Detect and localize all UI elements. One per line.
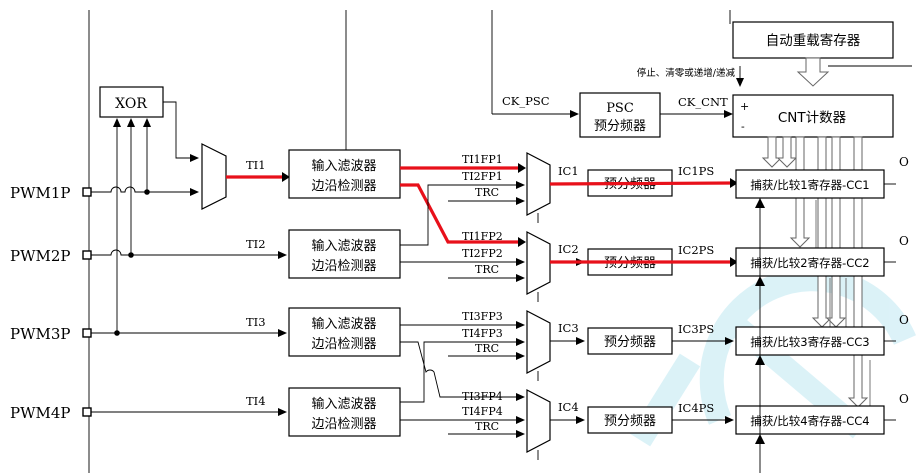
ic3-mux [526, 310, 551, 374]
filter-3-line1: 输入滤波器 [311, 316, 376, 332]
counter-control-note: 停止、清零或递增/递减 [637, 67, 736, 79]
ic1-mux [526, 152, 551, 216]
filter-box-2: 输入滤波器 边沿检测器 [288, 229, 401, 279]
capture-3-label: 捕获/比较3寄存器-CC3 [750, 335, 869, 349]
pin-pwm1p [82, 187, 92, 197]
filter-3-line2: 边沿检测器 [311, 337, 376, 352]
ic2ps-label: IC2PS [678, 243, 714, 257]
label-ti1fp1: TI1FP1 [462, 153, 503, 166]
filter-2-line2: 边沿检测器 [311, 259, 376, 274]
prescaler-box-3: 预分频器 [587, 327, 673, 355]
label-ti3fp3: TI3FP3 [462, 310, 503, 323]
ic2-mux [526, 231, 551, 295]
edge-o-4: O [899, 392, 909, 406]
junction-1 [144, 189, 150, 195]
mux-input-labels: TI1FP1 TI2FP1 TRC TI1FP2 TI2FP2 TRC TI3F… [462, 153, 503, 433]
label-ti4fp3: TI4FP3 [462, 327, 503, 340]
cnt-counter-label: CNT计数器 [778, 110, 847, 126]
cc1-control-arrow [755, 198, 765, 208]
ti2-label: TI2 [246, 237, 266, 251]
filter-1-line1: 输入滤波器 [311, 158, 376, 174]
ic4ps-label: IC4PS [678, 401, 714, 415]
cc3-control-arrow [755, 355, 765, 365]
label-trc-1: TRC [475, 186, 499, 199]
label-ti3fp4: TI3FP4 [462, 390, 503, 403]
filter-box-3: 输入滤波器 边沿检测器 [288, 307, 401, 357]
filter-box-4: 输入滤波器 边沿检测器 [288, 387, 401, 437]
capture-4-label: 捕获/比较4寄存器-CC4 [750, 414, 869, 428]
pin-pwm4p [82, 407, 92, 417]
xor-out-wire [163, 101, 199, 162]
capture-register-3: 捕获/比较3寄存器-CC3 [735, 326, 885, 356]
label-ti4fp4: TI4FP4 [462, 405, 503, 418]
reload-hollow-arrow [796, 57, 830, 87]
ti3-label: TI3 [246, 315, 266, 329]
xor-label: XOR [115, 96, 147, 112]
filter-4-line1: 输入滤波器 [311, 396, 376, 412]
cnt-counter-box [732, 94, 894, 138]
label-trc-2: TRC [475, 263, 499, 276]
pin-label-pwm3p: PWM3P [10, 325, 71, 343]
label-trc-3: TRC [475, 342, 499, 355]
ic3-label: IC3 [558, 321, 579, 335]
label-ti2fp1: TI2FP1 [462, 170, 503, 183]
ic2-label: IC2 [558, 242, 579, 256]
ck-cnt-label: CK_CNT [678, 95, 728, 109]
cc2-control-arrow [755, 276, 765, 286]
auto-reload-register-box [732, 21, 894, 59]
capture-register-4: 捕获/比较4寄存器-CC4 [735, 405, 885, 435]
ic1-label: IC1 [558, 164, 579, 178]
input-pins: PWM1P PWM2P PWM3P PWM4P [10, 184, 92, 422]
ic1ps-label: IC1PS [678, 164, 714, 178]
psc-box [579, 92, 661, 138]
pin-label-pwm4p: PWM4P [10, 404, 71, 422]
prescaler-box-4: 预分频器 [587, 406, 673, 434]
pin-pwm3p [82, 328, 92, 338]
filter-1-line2: 边沿检测器 [311, 179, 376, 194]
capture-register-2: 捕获/比较2寄存器-CC2 [735, 247, 885, 277]
filter-2-line1: 输入滤波器 [311, 238, 376, 254]
capture-1-label: 捕获/比较1寄存器-CC1 [750, 178, 869, 192]
pwm2p-wire [91, 249, 287, 259]
ch1-highlight-path [549, 181, 736, 186]
pin-label-pwm2p: PWM2P [10, 247, 71, 265]
cnt-plus-sign: + [740, 100, 749, 113]
pwm1p-wire [91, 186, 199, 196]
filter-4-line2: 边沿检测器 [311, 417, 376, 432]
capture-2-label: 捕获/比较2寄存器-CC2 [750, 256, 869, 270]
label-trc-4: TRC [475, 420, 499, 433]
edge-o-1: O [899, 155, 909, 169]
junction-3 [114, 330, 120, 336]
filter-to-mux-wires [400, 163, 526, 438]
capture-register-1: 捕获/比较1寄存器-CC1 [735, 169, 885, 199]
ck-psc-label: CK_PSC [502, 94, 550, 108]
ic3ps-label: IC3PS [678, 322, 714, 336]
junction-2 [128, 252, 134, 258]
ti4-label: TI4 [246, 394, 266, 408]
ti1fp2-highlight [400, 183, 520, 244]
cc4-control-arrow [755, 434, 765, 444]
filter-box-1: 输入滤波器 边沿检测器 [288, 149, 401, 199]
edge-o-3: O [899, 313, 909, 327]
edge-o-2: O [899, 234, 909, 248]
auto-reload-register-label: 自动重载寄存器 [766, 32, 861, 49]
psc-sub-label: 预分频器 [594, 119, 646, 134]
label-ti1fp2: TI1FP2 [462, 230, 503, 243]
ic4-label: IC4 [558, 400, 579, 414]
pin-pwm2p [82, 250, 92, 260]
label-ti2fp2: TI2FP2 [462, 247, 503, 260]
ti1-arrowhead [282, 172, 290, 182]
pin-label-pwm1p: PWM1P [10, 184, 71, 202]
prescaler-4-label: 预分频器 [604, 414, 656, 429]
ch2-arrowhead [730, 257, 738, 267]
ti1-label: TI1 [246, 158, 266, 172]
ch1-arrowhead [730, 178, 738, 188]
psc-label: PSC [606, 101, 634, 116]
ic4-mux [526, 389, 551, 453]
prescaler-3-label: 预分频器 [604, 335, 656, 350]
ti1-selector-mux [201, 143, 227, 210]
cnt-minus-sign: - [741, 120, 745, 133]
